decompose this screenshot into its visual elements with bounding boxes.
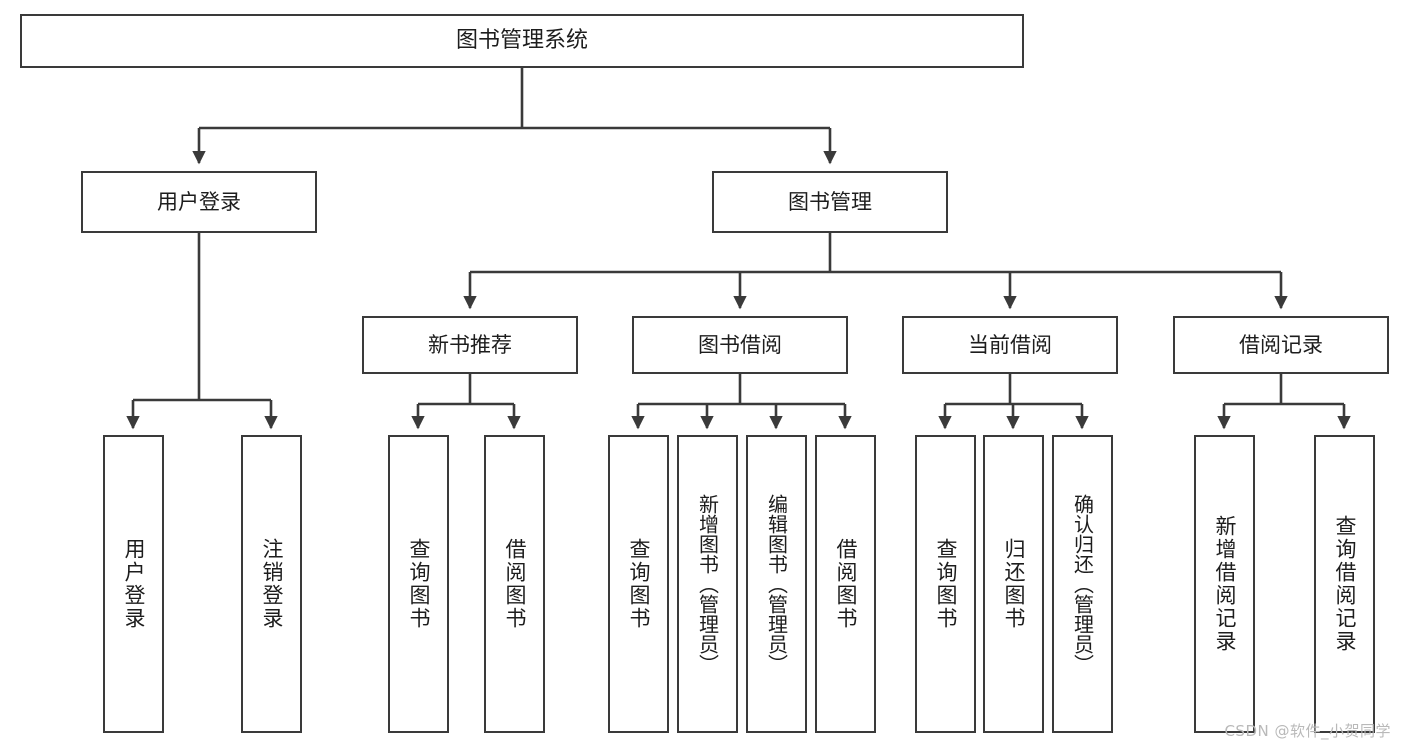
leaf-add-borrow-record[interactable]: 新增借阅记录 xyxy=(1194,435,1255,733)
node-current-borrow[interactable]: 当前借阅 xyxy=(902,316,1118,374)
leaf-logout-label: 注销登录 xyxy=(260,538,284,630)
leaf-add-book-admin[interactable]: 新增图书（管理员） xyxy=(677,435,738,733)
leaf-query-book-current-label: 查询图书 xyxy=(934,538,958,630)
leaf-query-book-current[interactable]: 查询图书 xyxy=(915,435,976,733)
node-root[interactable]: 图书管理系统 xyxy=(20,14,1024,68)
leaf-query-book-recommend-label: 查询图书 xyxy=(407,538,431,630)
node-book-borrow[interactable]: 图书借阅 xyxy=(632,316,848,374)
node-borrow-record-label: 借阅记录 xyxy=(1239,332,1323,357)
node-book-borrow-label: 图书借阅 xyxy=(698,332,782,357)
leaf-edit-book-admin-label: 编辑图书（管理员） xyxy=(764,494,789,674)
leaf-logout[interactable]: 注销登录 xyxy=(241,435,302,733)
leaf-query-borrow-record[interactable]: 查询借阅记录 xyxy=(1314,435,1375,733)
leaf-query-book-recommend[interactable]: 查询图书 xyxy=(388,435,449,733)
node-user-login[interactable]: 用户登录 xyxy=(81,171,317,233)
leaf-add-borrow-record-label: 新增借阅记录 xyxy=(1213,515,1237,653)
leaf-user-login[interactable]: 用户登录 xyxy=(103,435,164,733)
leaf-return-book[interactable]: 归还图书 xyxy=(983,435,1044,733)
node-user-login-label: 用户登录 xyxy=(157,189,241,214)
leaf-borrow-book[interactable]: 借阅图书 xyxy=(815,435,876,733)
leaf-borrow-book-recommend-label: 借阅图书 xyxy=(503,538,527,630)
leaf-query-borrow-record-label: 查询借阅记录 xyxy=(1333,515,1357,653)
leaf-add-book-admin-label: 新增图书（管理员） xyxy=(695,494,720,674)
leaf-return-book-label: 归还图书 xyxy=(1002,538,1026,630)
leaf-user-login-label: 用户登录 xyxy=(122,538,146,630)
leaf-borrow-book-label: 借阅图书 xyxy=(834,538,858,630)
leaf-query-book[interactable]: 查询图书 xyxy=(608,435,669,733)
leaf-borrow-book-recommend[interactable]: 借阅图书 xyxy=(484,435,545,733)
node-new-book-recommend-label: 新书推荐 xyxy=(428,332,512,357)
node-new-book-recommend[interactable]: 新书推荐 xyxy=(362,316,578,374)
node-current-borrow-label: 当前借阅 xyxy=(968,332,1052,357)
node-root-label: 图书管理系统 xyxy=(455,28,588,54)
watermark: CSDN @软件_小贺同学 xyxy=(1224,722,1391,740)
leaf-edit-book-admin[interactable]: 编辑图书（管理员） xyxy=(746,435,807,733)
leaf-confirm-return-admin[interactable]: 确认归还（管理员） xyxy=(1052,435,1113,733)
leaf-confirm-return-admin-label: 确认归还（管理员） xyxy=(1070,494,1095,674)
node-borrow-record[interactable]: 借阅记录 xyxy=(1173,316,1389,374)
node-book-management[interactable]: 图书管理 xyxy=(712,171,948,233)
node-book-management-label: 图书管理 xyxy=(788,189,872,214)
leaf-query-book-label: 查询图书 xyxy=(627,538,651,630)
